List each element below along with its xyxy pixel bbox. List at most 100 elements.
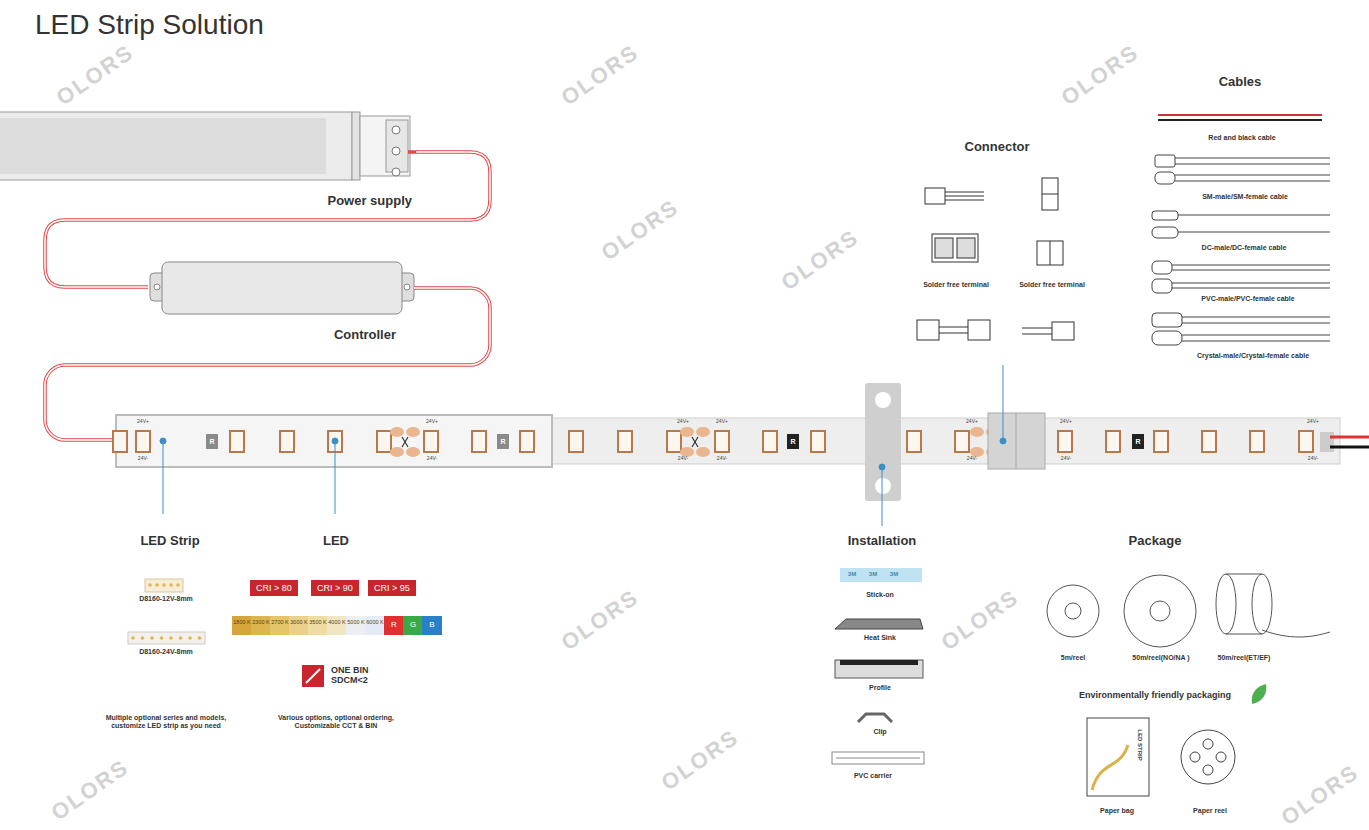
led-chip — [1058, 431, 1072, 452]
label: 3M — [890, 571, 898, 578]
led-dot — [169, 583, 173, 587]
label: Environmentally friendly packaging — [1079, 690, 1231, 700]
power-supply-drawing — [0, 112, 410, 180]
label: Clip — [873, 728, 886, 736]
led-dot — [169, 636, 173, 640]
strip-marking: R — [209, 437, 214, 445]
solder-pad — [1320, 432, 1334, 452]
red-lead — [1330, 436, 1369, 439]
strip-thumbnail — [128, 632, 205, 644]
label: SM-male/SM-female cable — [1202, 193, 1288, 201]
label: Connector — [965, 140, 1030, 155]
strip-connector — [988, 413, 1045, 469]
label: 3M — [848, 571, 856, 578]
color-swatch: R — [384, 616, 404, 635]
led-dot — [150, 636, 154, 640]
watermark: OLORS — [47, 754, 134, 825]
strip-marking: 24V- — [717, 456, 727, 462]
power-wire — [45, 152, 490, 287]
silicone-sleeve — [116, 415, 552, 467]
led-chip — [667, 431, 681, 452]
watermark: OLORS — [937, 584, 1024, 655]
node-label: 3000 K — [289, 619, 309, 626]
strip-marking: 24V+ — [716, 419, 728, 425]
leaf-icon — [1252, 684, 1267, 704]
label: D8160-24V-8mm — [139, 648, 193, 656]
controller-drawing — [150, 262, 414, 314]
node-label: 2300 K — [251, 619, 271, 626]
led-dot — [198, 636, 202, 640]
label: Stick-on — [866, 591, 894, 599]
color-swatch: 4000 K — [327, 616, 347, 635]
strip-marking: 24V- — [967, 456, 977, 462]
led-chip — [1299, 431, 1313, 452]
led-chip — [618, 431, 632, 452]
node-label: Power supply — [327, 193, 412, 208]
node-label: 3500 K — [308, 619, 328, 626]
strip-marking: 24V- — [427, 456, 437, 462]
label: LED STRIP — [1137, 729, 1144, 760]
black-lead — [1330, 446, 1369, 449]
label: Profile — [869, 684, 891, 692]
color-swatch: 2700 K — [270, 616, 290, 635]
led-chip — [1202, 431, 1216, 452]
label: Various options, optional ordering, Cust… — [264, 714, 409, 730]
label: 50m/reel(ET/EF) — [1218, 654, 1271, 662]
watermark: OLORS — [1277, 759, 1364, 830]
led-dot — [148, 583, 152, 587]
strip-thumbnail — [145, 579, 183, 592]
label: Heat Sink — [864, 634, 896, 642]
color-swatch: B — [422, 616, 442, 635]
cable-icons — [1152, 115, 1330, 345]
led-chip — [136, 431, 150, 452]
color-swatch: 3500 K — [308, 616, 328, 635]
led-chip — [955, 431, 969, 452]
watermark: OLORS — [777, 224, 864, 295]
label: Solder free terminal — [1019, 281, 1085, 289]
node-label: G — [403, 620, 423, 630]
color-swatch: 2300 K — [251, 616, 271, 635]
strip-marking: 24V- — [678, 456, 688, 462]
led-chip — [1250, 431, 1264, 452]
node-label: CRI > 90 — [317, 583, 353, 593]
bin-icon — [302, 665, 324, 687]
node-label: Controller — [334, 327, 396, 342]
led-dot — [141, 636, 145, 640]
watermark: OLORS — [52, 39, 139, 110]
heat-sink-icon — [835, 619, 923, 629]
node-label: 2700 K — [270, 619, 290, 626]
cri-badge: CRI > 80 — [250, 580, 298, 596]
cut-pads — [390, 427, 1000, 457]
led-chip — [569, 431, 583, 452]
led-chip — [715, 431, 729, 452]
watermark: OLORS — [557, 584, 644, 655]
led-chip — [472, 431, 486, 452]
color-swatch: 1800 K — [232, 616, 252, 635]
label: Crystal-male/Crystal-female cable — [1197, 352, 1309, 360]
strip-marking: 24V- — [1061, 456, 1071, 462]
wire-core — [45, 152, 490, 287]
led-chip — [811, 431, 825, 452]
strip-marking: 24V- — [138, 456, 148, 462]
strip-marking: R — [790, 437, 795, 445]
label: LED Strip — [140, 534, 199, 549]
label: Cables — [1219, 75, 1262, 90]
controller: Controller — [148, 258, 416, 344]
led-chip — [424, 431, 438, 452]
led-chip — [377, 431, 391, 452]
cri-badge: CRI > 90 — [311, 580, 359, 596]
mounting-clip — [865, 383, 901, 501]
connector-icons — [917, 178, 1074, 340]
led-dot — [162, 583, 166, 587]
led-dot — [179, 636, 183, 640]
label: Installation — [848, 534, 917, 549]
clip-icon — [858, 714, 892, 722]
led-chip — [230, 431, 244, 452]
label: Paper bag — [1100, 807, 1134, 815]
strip-marking: 24V+ — [677, 419, 689, 425]
color-swatch: 5000 K — [346, 616, 366, 635]
label: PVC-male/PVC-female cable — [1201, 295, 1294, 303]
led-dot — [160, 636, 164, 640]
led-dot — [155, 583, 159, 587]
